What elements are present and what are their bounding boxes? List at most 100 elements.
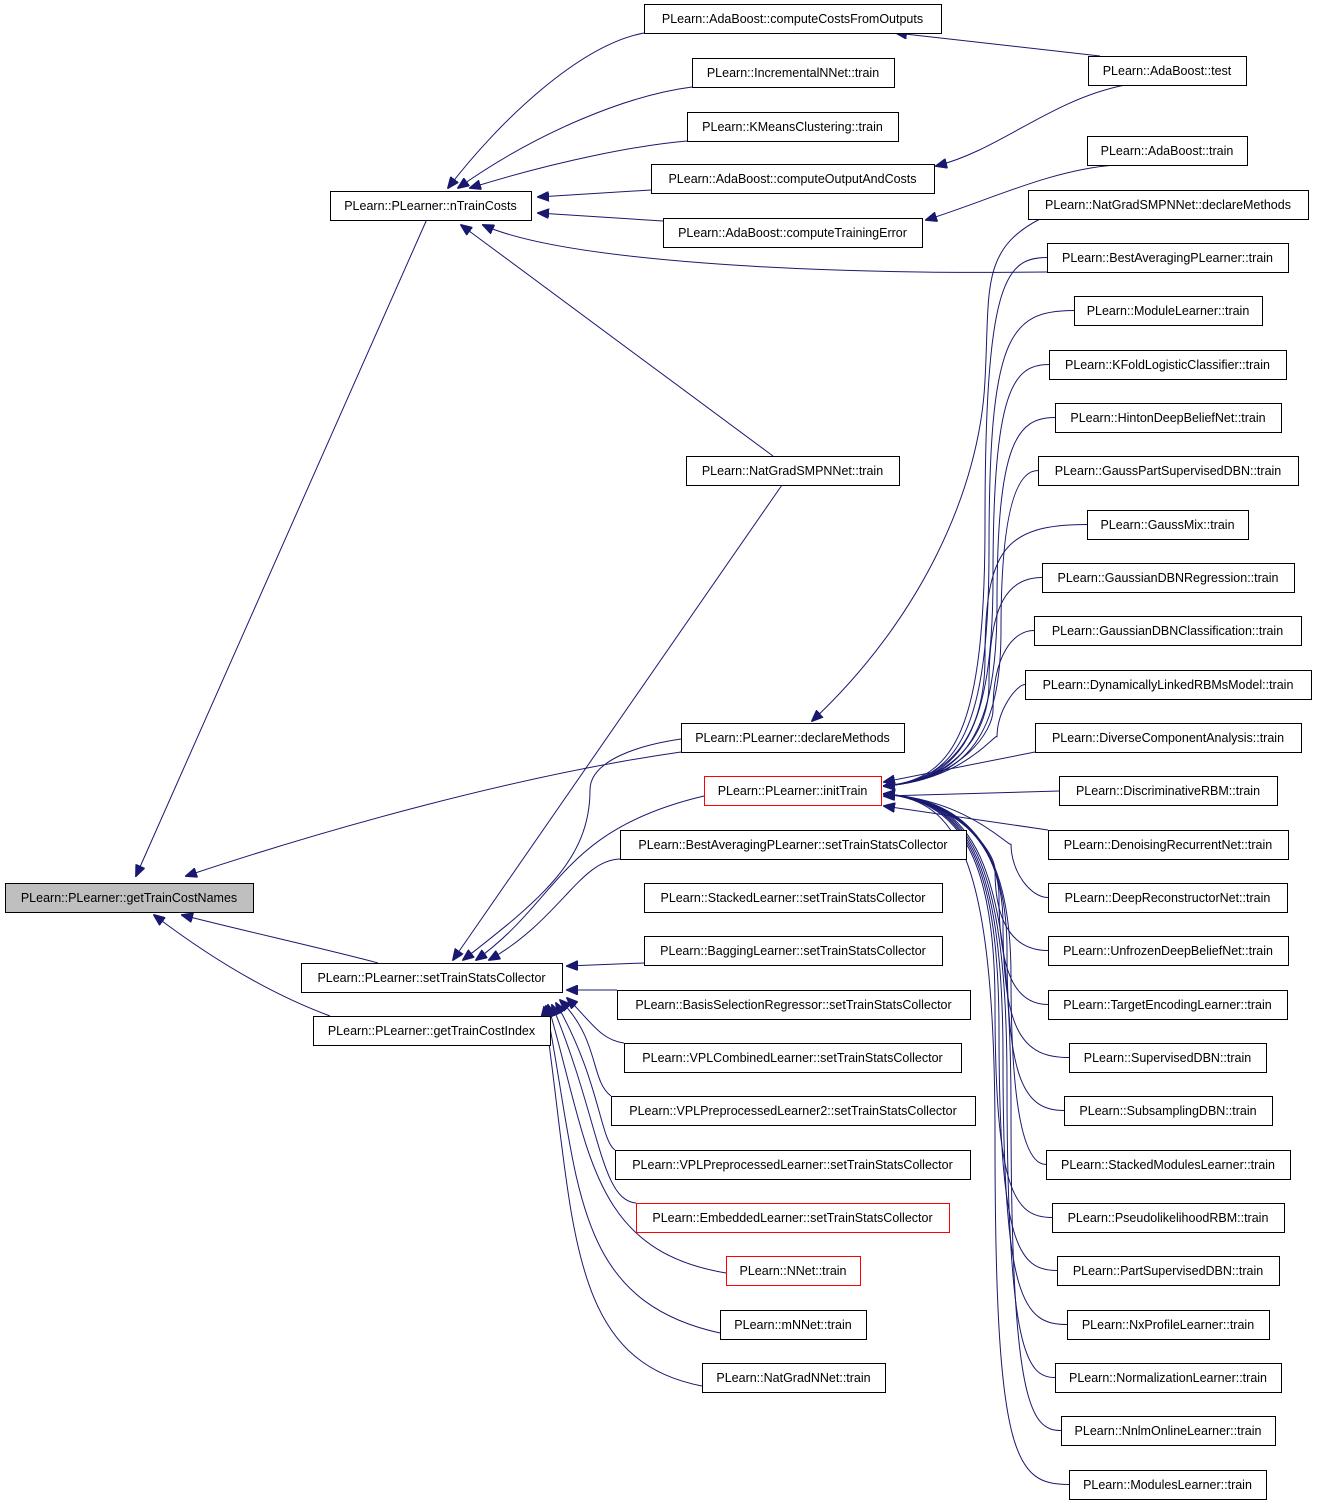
edge-25 [548,1005,727,1274]
node-ngsmpn_decl[interactable]: PLearn::NatGradSMPNNet::declareMethods [1028,190,1309,220]
node-label: PLearn::GaussianDBNRegression::train [1058,571,1279,585]
node-box [726,1256,861,1286]
node-bap_train[interactable]: PLearn::BestAveragingPLearner::train [1047,243,1289,273]
edge-5 [448,32,645,188]
node-nxpl_train[interactable]: PLearn::NxProfileLearner::train [1067,1310,1270,1340]
node-box [1087,136,1248,166]
node-label: PLearn::DeepReconstructorNet::train [1065,891,1271,905]
node-label: PLearn::AdaBoost::computeOutputAndCosts [668,172,916,186]
node-label: PLearn::DiverseComponentAnalysis::train [1052,731,1284,745]
node-drecon_train[interactable]: PLearn::DeepReconstructorNet::train [1048,883,1288,913]
node-box [686,456,900,486]
edge-19 [567,963,645,966]
node-nnet_train[interactable]: PLearn::NNet::train [726,1256,861,1286]
node-nTrainCosts[interactable]: PLearn::PLearner::nTrainCosts [330,191,532,221]
node-drn_train[interactable]: PLearn::DenoisingRecurrentNet::train [1048,830,1289,860]
node-ab_test[interactable]: PLearn::AdaBoost::test [1088,56,1247,86]
node-ab_coac[interactable]: PLearn::AdaBoost::computeOutputAndCosts [651,164,935,194]
node-label: PLearn::NatGradNNet::train [716,1371,870,1385]
node-udbn_train[interactable]: PLearn::UnfrozenDeepBeliefNet::train [1048,936,1289,966]
node-label: PLearn::BestAveragingPLearner::setTrainS… [638,838,947,852]
node-label: PLearn::KFoldLogisticClassifier::train [1065,358,1270,372]
node-ngnnet_train[interactable]: PLearn::NatGradNNet::train [702,1363,886,1393]
node-norm_train[interactable]: PLearn::NormalizationLearner::train [1055,1363,1282,1393]
node-box [615,1150,971,1180]
node-label: PLearn::SupervisedDBN::train [1084,1051,1251,1065]
node-label: PLearn::VPLPreprocessedLearner::setTrain… [632,1158,953,1172]
node-sdbn_train[interactable]: PLearn::SupervisedDBN::train [1069,1043,1267,1073]
node-incnnet[interactable]: PLearn::IncrementalNNet::train [692,58,895,88]
node-label: PLearn::NnlmOnlineLearner::train [1075,1424,1262,1438]
edge-12 [936,84,1126,166]
node-gpsdbn_train[interactable]: PLearn::GaussPartSupervisedDBN::train [1038,456,1299,486]
node-hinton_train[interactable]: PLearn::HintonDeepBeliefNet::train [1055,403,1282,433]
node-dlrbm_train[interactable]: PLearn::DynamicallyLinkedRBMsModel::trai… [1025,670,1312,700]
node-box [720,1310,867,1340]
edge-28 [884,751,1036,782]
nodes: PLearn::PLearner::getTrainCostNamesPLear… [5,4,1312,1500]
node-dca_train[interactable]: PLearn::DiverseComponentAnalysis::train [1035,723,1302,753]
node-getTrainCostNames[interactable]: PLearn::PLearner::getTrainCostNames [5,883,254,913]
node-tel_train[interactable]: PLearn::TargetEncodingLearner::train [1048,990,1288,1020]
node-label: PLearn::PLearner::declareMethods [695,731,890,745]
edge-7 [470,140,688,188]
node-label: PLearn::AdaBoost::computeCostsFromOutput… [662,12,923,26]
edge-6 [458,86,693,188]
node-mnnet_train[interactable]: PLearn::mNNet::train [720,1310,867,1340]
node-label: PLearn::BaggingLearner::setTrainStatsCol… [660,944,926,958]
node-ngsmpn_train[interactable]: PLearn::NatGradSMPNNet::train [686,456,900,486]
node-box [313,1016,551,1046]
edge-24 [552,1005,637,1204]
node-box [681,723,905,753]
node-plrbm_train[interactable]: PLearn::PseudolikelihoodRBM::train [1052,1203,1285,1233]
node-drbm_train[interactable]: PLearn::DiscriminativeRBM::train [1059,776,1278,806]
node-box [1067,1310,1270,1340]
edge-3 [154,915,331,1017]
node-subdbn_train[interactable]: PLearn::SubsamplingDBN::train [1064,1096,1273,1126]
node-psdbn_train[interactable]: PLearn::PartSupervisedDBN::train [1057,1256,1280,1286]
node-emb_stsc[interactable]: PLearn::EmbeddedLearner::setTrainStatsCo… [636,1203,950,1233]
node-setTrainStatsCollector[interactable]: PLearn::PLearner::setTrainStatsCollector [301,963,563,993]
node-vplp_stsc[interactable]: PLearn::VPLPreprocessedLearner::setTrain… [615,1150,971,1180]
node-bap_stsc[interactable]: PLearn::BestAveragingPLearner::setTrainS… [620,830,967,860]
edge-9 [538,213,664,222]
node-gdbncls_train[interactable]: PLearn::GaussianDBNClassification::train [1034,616,1302,646]
edge-4 [896,33,1101,57]
node-declareMethods[interactable]: PLearn::PLearner::declareMethods [681,723,905,753]
node-sml_train[interactable]: PLearn::StackedModulesLearner::train [1046,1150,1291,1180]
node-label: PLearn::TargetEncodingLearner::train [1063,998,1272,1012]
edge-inittrain-gdbncls_train [884,630,1035,787]
node-label: PLearn::BestAveragingPLearner::train [1062,251,1273,265]
node-label: PLearn::DiscriminativeRBM::train [1076,784,1260,798]
node-box [1042,563,1295,593]
node-box [663,218,923,248]
node-initTrain[interactable]: PLearn::PLearner::initTrain [704,776,882,806]
edge-11 [461,225,774,457]
node-ab_ccfo[interactable]: PLearn::AdaBoost::computeCostsFromOutput… [644,4,942,34]
edge-14 [453,484,783,960]
node-label: PLearn::IncrementalNNet::train [707,66,879,80]
node-kfold_train[interactable]: PLearn::KFoldLogisticClassifier::train [1049,350,1287,380]
node-getTrainCostIndex[interactable]: PLearn::PLearner::getTrainCostIndex [313,1016,551,1046]
node-label: PLearn::PLearner::setTrainStatsCollector [317,971,545,985]
node-gmix_train[interactable]: PLearn::GaussMix::train [1087,510,1249,540]
node-box [1038,456,1299,486]
node-ab_train[interactable]: PLearn::AdaBoost::train [1087,136,1248,166]
node-modules_train[interactable]: PLearn::ModulesLearner::train [1069,1470,1267,1500]
node-ab_cte[interactable]: PLearn::AdaBoost::computeTrainingError [663,218,923,248]
edge-inittrain-dlrbm_train [884,684,1026,787]
node-kmeans[interactable]: PLearn::KMeansClustering::train [687,112,899,142]
node-vplp2_stsc[interactable]: PLearn::VPLPreprocessedLearner2::setTrai… [611,1096,976,1126]
node-vplc_stsc[interactable]: PLearn::VPLCombinedLearner::setTrainStat… [624,1043,962,1073]
node-label: PLearn::VPLCombinedLearner::setTrainStat… [642,1051,942,1065]
edge-inittrain-sdbn_train [884,794,1070,1058]
node-bagging_stsc[interactable]: PLearn::BaggingLearner::setTrainStatsCol… [644,936,943,966]
node-stacked_stsc[interactable]: PLearn::StackedLearner::setTrainStatsCol… [644,883,943,913]
node-gdbnreg_train[interactable]: PLearn::GaussianDBNRegression::train [1042,563,1295,593]
node-box [617,990,971,1020]
node-label: PLearn::StackedModulesLearner::train [1061,1158,1275,1172]
node-label: PLearn::GaussianDBNClassification::train [1052,624,1283,638]
node-module_train[interactable]: PLearn::ModuleLearner::train [1074,296,1263,326]
node-nnlm_train[interactable]: PLearn::NnlmOnlineLearner::train [1061,1416,1276,1446]
node-bsr_stsc[interactable]: PLearn::BasisSelectionRegressor::setTrai… [617,990,971,1020]
